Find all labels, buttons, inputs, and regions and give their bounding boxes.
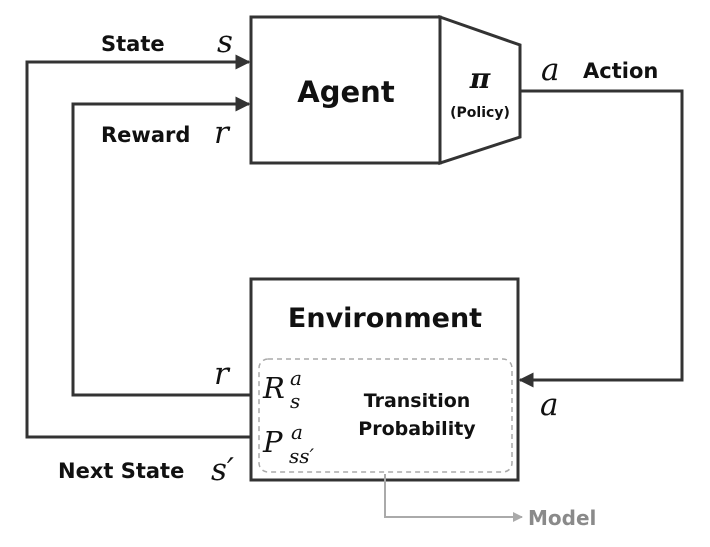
next-state-symbol: s′ xyxy=(211,452,234,488)
model-dashed-box xyxy=(258,358,513,473)
agent-label: Agent xyxy=(297,75,395,109)
transition-function-subscript: ss′ xyxy=(289,444,315,468)
action-arrow xyxy=(518,89,684,388)
environment-label: Environment xyxy=(288,303,482,334)
reward-function-symbol: R xyxy=(262,371,285,405)
action-in-symbol: a xyxy=(540,387,558,423)
reward-symbol: r xyxy=(214,115,231,151)
policy-shape xyxy=(438,14,522,166)
state-symbol: s xyxy=(217,24,233,60)
reward-arrow xyxy=(71,96,251,397)
state-label: State xyxy=(101,32,165,56)
agent-box xyxy=(249,15,442,165)
transition-function-symbol: P xyxy=(262,425,283,459)
action-symbol: a xyxy=(541,52,559,88)
reward-function-superscript: a xyxy=(290,366,302,390)
next-state-label: Next State xyxy=(58,459,184,483)
reward-function-subscript: s xyxy=(290,389,300,413)
policy-symbol: π xyxy=(469,62,491,95)
reward-out-symbol: r xyxy=(214,356,231,392)
reward-label: Reward xyxy=(101,123,190,147)
model-arrow xyxy=(384,474,523,522)
state-arrow xyxy=(25,54,251,439)
action-label: Action xyxy=(583,59,658,83)
transition-function-superscript: a xyxy=(291,420,303,444)
transition-label-line1: Transition xyxy=(364,390,471,412)
model-label: Model xyxy=(528,506,596,530)
policy-label: (Policy) xyxy=(450,105,510,121)
transition-label-line2: Probability xyxy=(358,418,476,440)
